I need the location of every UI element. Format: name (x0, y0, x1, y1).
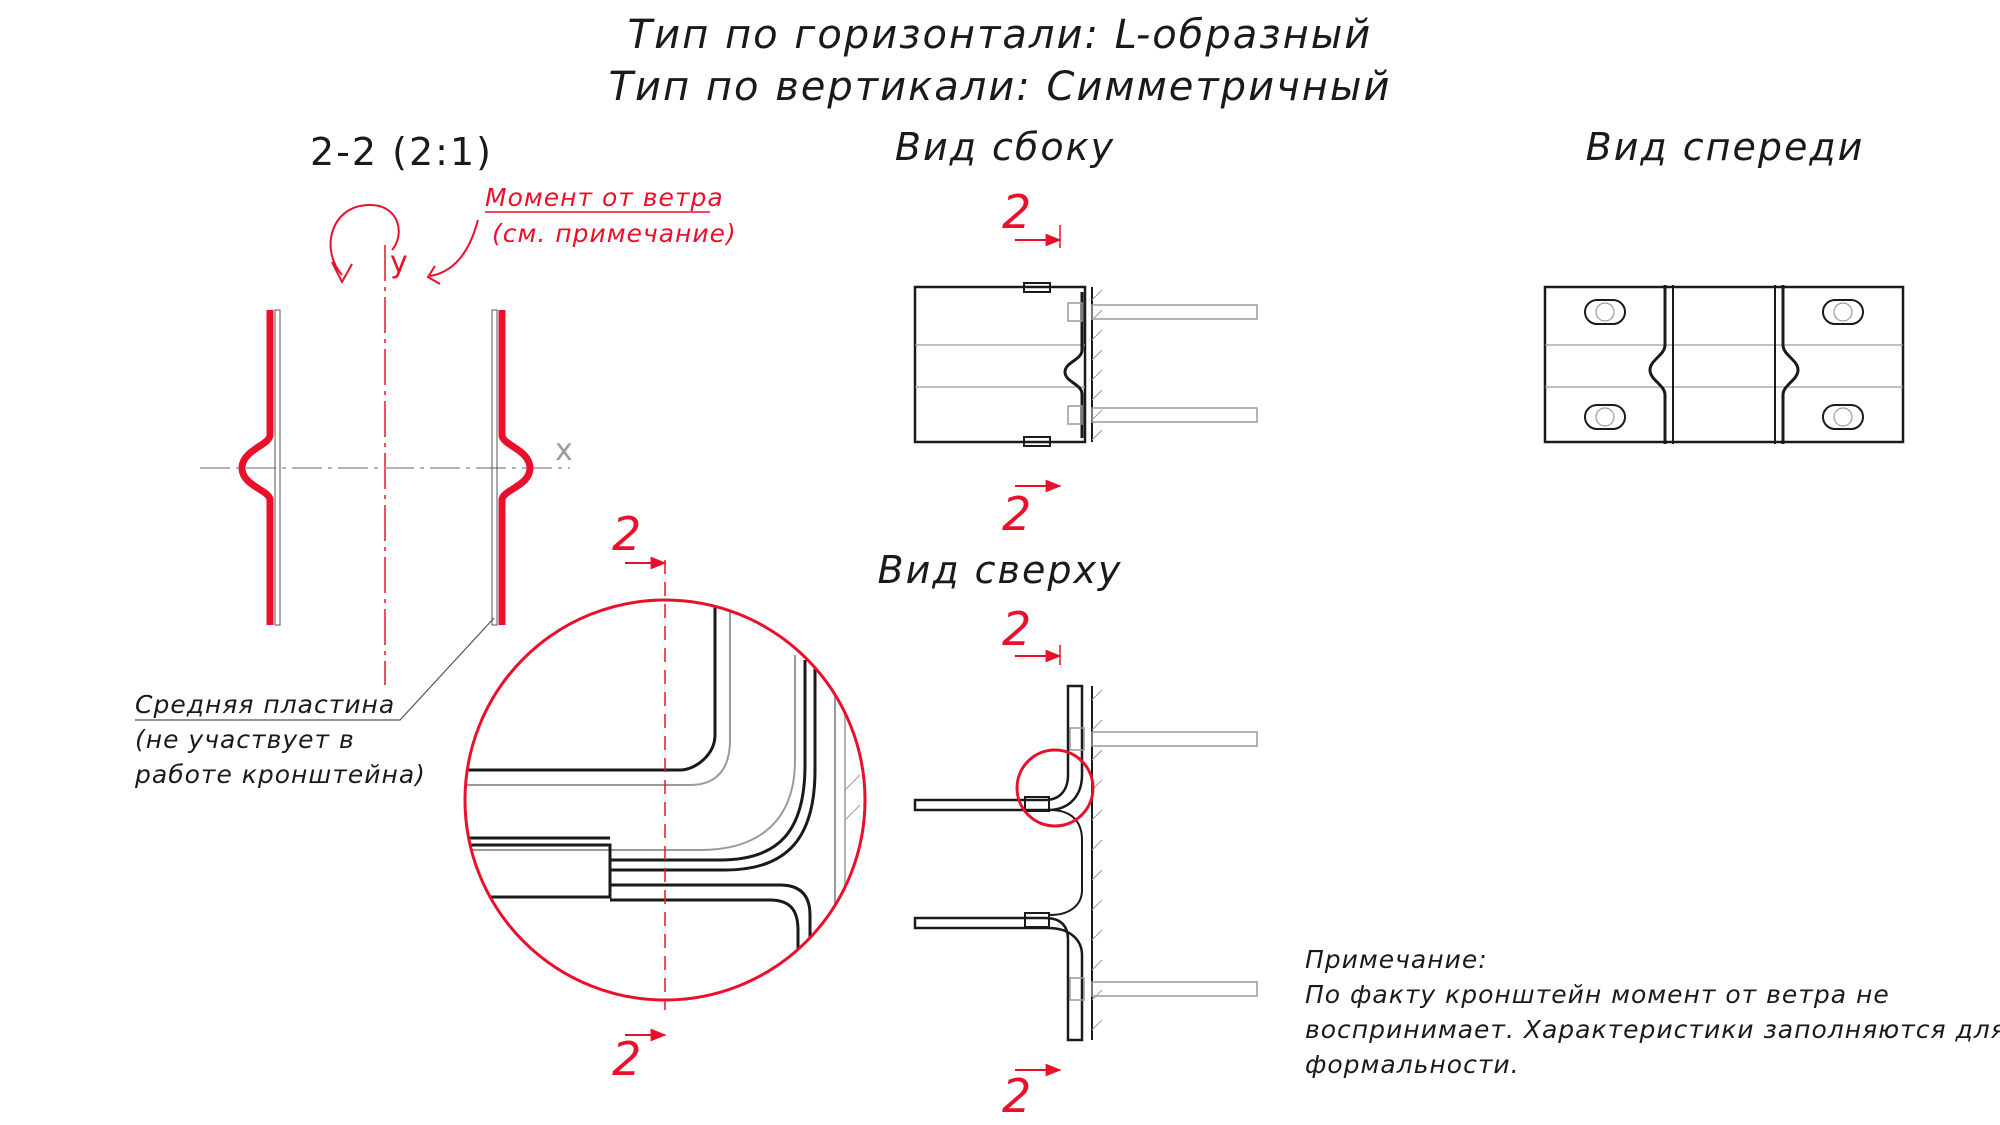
section-title: 2-2 (2:1) (310, 130, 493, 174)
note-line-3: формальности. (1305, 1050, 1520, 1079)
front-view-title: Вид спереди (1586, 125, 1865, 169)
y-axis-label: y (390, 245, 409, 280)
note-block: Примечание: По факту кронштейн момент от… (1305, 945, 2000, 1079)
detail-enlargement: 2 2 (463, 507, 867, 1086)
moment-note: (см. примечание) (492, 219, 737, 248)
right-middle-plate (491, 309, 498, 626)
plate-note-2: работе кронштейна) (134, 760, 426, 789)
detail-cut-mark-bottom: 2 (612, 1032, 641, 1086)
note-heading: Примечание: (1305, 945, 1488, 974)
moment-arrow-left (329, 203, 400, 276)
note-line-1: По факту кронштейн момент от ветра не (1305, 980, 1890, 1009)
left-middle-plate (274, 309, 281, 626)
plate-leader-line (135, 617, 495, 721)
top-view-title: Вид сверху (878, 548, 1123, 592)
detail-callout-circle (1015, 748, 1095, 828)
section-2-2: 2-2 (2:1) Момент от ветра (см. примечани… (134, 130, 737, 789)
detail-cut-mark-top: 2 (612, 507, 641, 561)
top-cut-mark-top: 2 (1002, 602, 1031, 656)
side-cut-mark-bottom: 2 (1002, 487, 1031, 541)
right-bracket-profile (498, 310, 534, 625)
side-view: Вид сбоку 2 2 (895, 125, 1258, 541)
vertical-type-title: Тип по вертикали: Симметричный (609, 64, 1392, 110)
side-view-bolts (1067, 302, 1258, 425)
left-bracket-profile (238, 310, 274, 625)
top-view: Вид сверху 2 2 (878, 548, 1258, 1123)
top-view-bolts (1069, 727, 1258, 1001)
side-view-body (913, 285, 1087, 444)
horizontal-type-title: Тип по горизонтали: L-образный (628, 12, 1373, 58)
front-view-body (1543, 285, 1905, 444)
side-cut-mark-top: 2 (1002, 185, 1031, 239)
front-view: Вид спереди (1543, 125, 1905, 444)
x-axis-label: x (555, 433, 574, 468)
moment-arrow-right (429, 219, 479, 277)
top-cut-mark-bottom: 2 (1002, 1069, 1031, 1123)
front-view-slots (1584, 299, 1864, 430)
plate-note-1: (не участвует в (135, 725, 355, 754)
side-view-title: Вид сбоку (895, 125, 1115, 169)
moment-label: Момент от ветра (485, 183, 724, 212)
plate-label: Средняя пластина (135, 690, 395, 719)
note-line-2: воспринимает. Характеристики заполняются… (1305, 1015, 2000, 1044)
